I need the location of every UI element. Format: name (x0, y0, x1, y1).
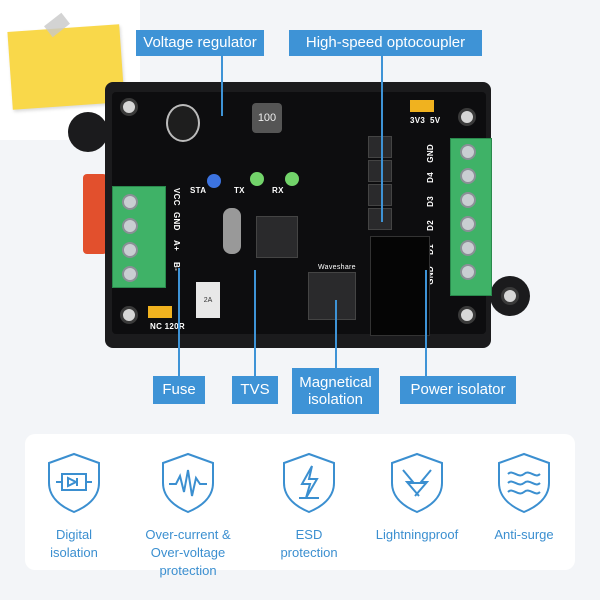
din-rail-clip (83, 174, 107, 254)
pcb-hole (458, 108, 476, 126)
callout-line (178, 268, 180, 376)
feature-esd: ESD protection (249, 452, 369, 562)
callout-line (335, 300, 337, 370)
left-terminal-label: B- (172, 262, 181, 272)
termination-jumper (148, 306, 172, 318)
led-sta (207, 174, 221, 188)
led-rx (285, 172, 299, 186)
power-isolator-module (370, 236, 430, 336)
led-label: STA (190, 186, 207, 195)
lightning-icon (283, 452, 335, 514)
mounting-hole (501, 287, 519, 305)
optocoupler (368, 208, 392, 230)
feature-label: Over-current & Over-voltage protection (145, 527, 231, 578)
led-label: RX (272, 186, 284, 195)
waveform-icon (162, 452, 214, 514)
feature-overcurrent: Over-current & Over-voltage protection (127, 452, 249, 580)
mounting-ear-left (68, 112, 108, 152)
crystal (223, 208, 241, 254)
terminal-screw (460, 168, 476, 184)
right-terminal-label: GND (426, 144, 435, 163)
callout-power-isolator: Power isolator (400, 376, 516, 404)
terminal-screw (460, 192, 476, 208)
mcu-chip (256, 216, 298, 258)
terminal-screw (122, 194, 138, 210)
waves-icon (498, 452, 550, 514)
left-terminal-block (112, 186, 166, 288)
left-terminal-label: GND (172, 212, 181, 231)
optocoupler (368, 136, 392, 158)
pcb-hole (120, 98, 138, 116)
termination-label: NC 120R (150, 322, 186, 331)
terminal-screw (460, 144, 476, 160)
callout-tvs: TVS (232, 376, 278, 404)
lightning-arrows-icon (391, 452, 443, 514)
feature-digital-isolation: Digital isolation (14, 452, 134, 562)
feature-label: ESD protection (280, 527, 338, 560)
right-terminal-label: D4 (426, 172, 435, 183)
terminal-screw (122, 242, 138, 258)
right-terminal-label: D2 (426, 220, 435, 231)
feature-label: Digital isolation (50, 527, 98, 560)
callout-fuse: Fuse (153, 376, 205, 404)
led-label: TX (234, 186, 245, 195)
terminal-screw (122, 266, 138, 282)
feature-anti-surge: Anti-surge (464, 452, 584, 544)
isolation-icon (48, 452, 100, 514)
left-terminal-label: VCC (172, 188, 181, 206)
callout-magnetic-isolation: Magnetical isolation (292, 368, 379, 414)
brand-label: Waveshare (318, 264, 356, 271)
fuse-component: 2A (196, 282, 220, 318)
terminal-screw (460, 264, 476, 280)
jumper-label: 3V3 (410, 116, 426, 125)
optocoupler (368, 160, 392, 182)
inductor: 100 (252, 103, 282, 133)
feature-lightningproof: Lightningproof (357, 452, 477, 544)
callout-voltage-regulator: Voltage regulator (136, 30, 264, 56)
callout-line (221, 52, 223, 116)
right-terminal-label: D3 (426, 196, 435, 207)
feature-label: Anti-surge (494, 527, 554, 542)
optocoupler (368, 184, 392, 206)
left-terminal-label: A+ (172, 240, 181, 252)
terminal-screw (460, 216, 476, 232)
terminal-screw (122, 218, 138, 234)
isolation-chip (308, 272, 356, 320)
callout-line (425, 270, 427, 376)
callout-optocoupler: High-speed optocoupler (289, 30, 482, 56)
callout-line (381, 52, 383, 222)
pcb-hole (120, 306, 138, 324)
terminal-screw (460, 240, 476, 256)
led-tx (250, 172, 264, 186)
callout-line (254, 270, 256, 376)
feature-label: Lightningproof (375, 527, 459, 542)
pcb-hole (458, 306, 476, 324)
jumper-label: 5V (430, 116, 441, 125)
voltage-jumper (410, 100, 434, 112)
capacitor (166, 104, 200, 142)
